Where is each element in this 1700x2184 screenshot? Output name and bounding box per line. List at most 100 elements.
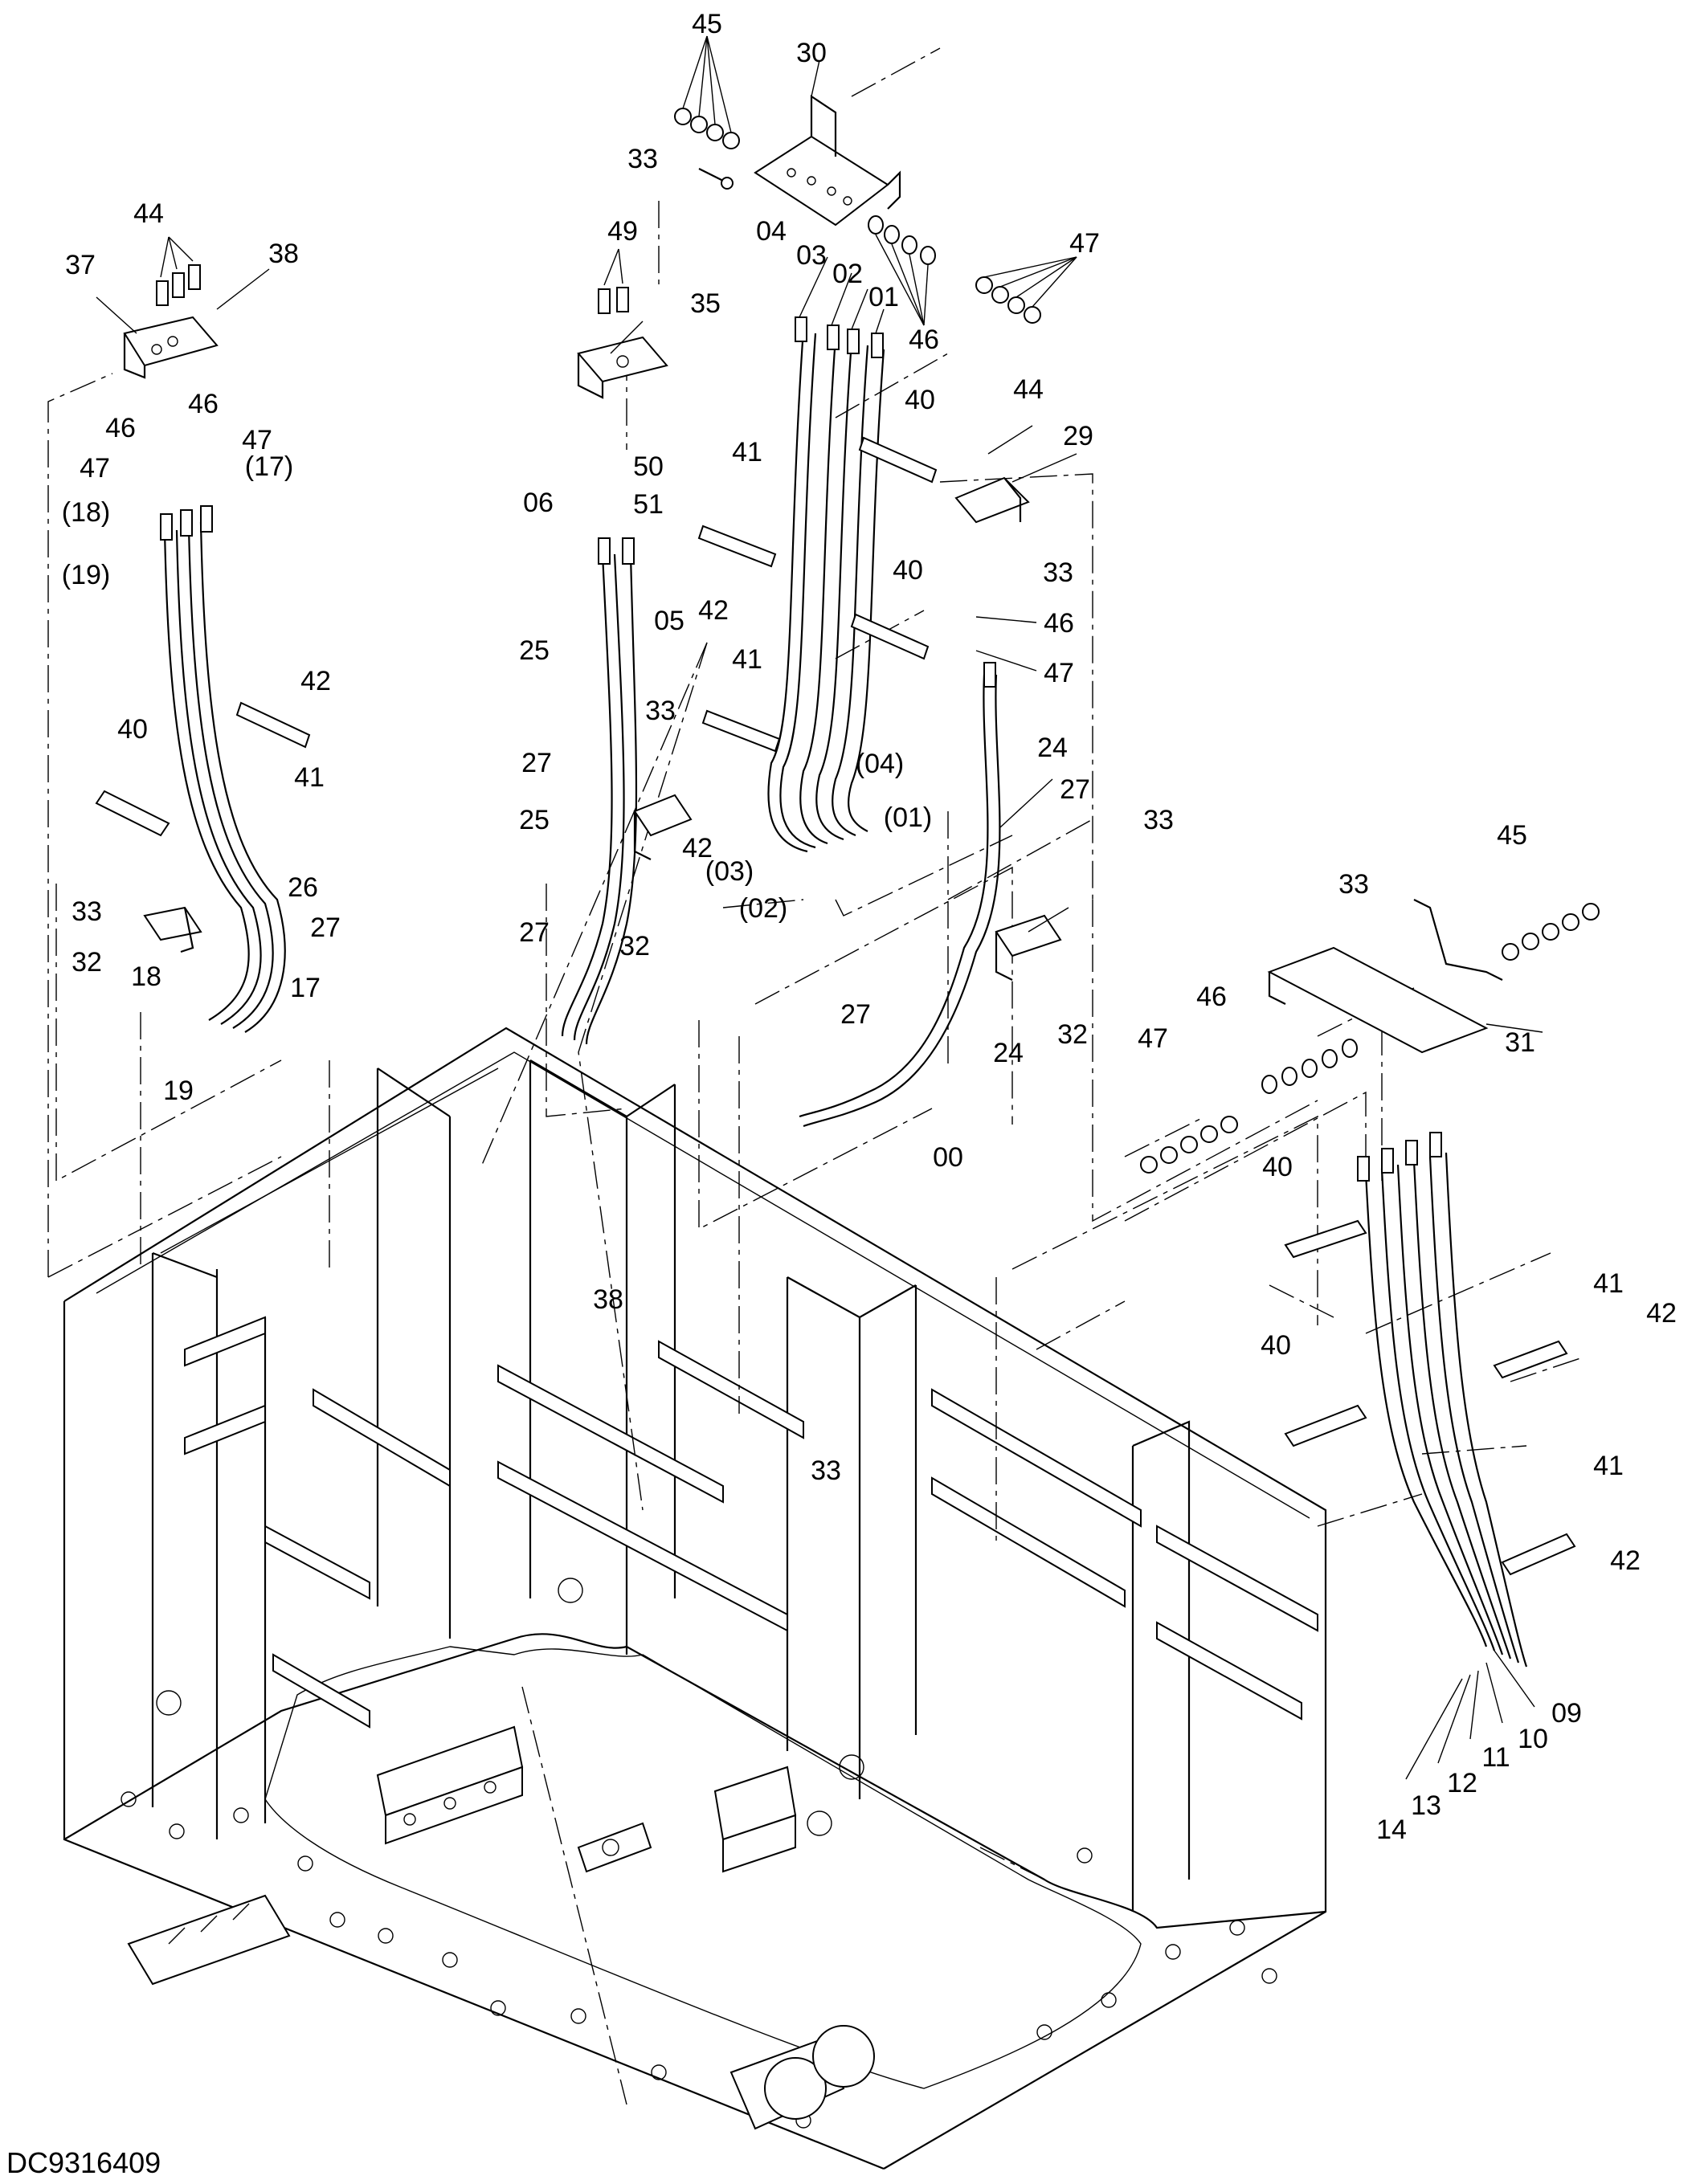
callout-02: 02: [832, 259, 863, 289]
hoses-01-04: [767, 316, 885, 853]
hose-00: [799, 662, 1001, 1128]
callout-24: 24: [1037, 733, 1068, 763]
callout-03: 03: [796, 240, 827, 271]
callout-17: 17: [290, 973, 321, 1003]
callout-40: 40: [893, 555, 923, 586]
callout-03-ref: (03): [705, 856, 754, 887]
callout-24: 24: [993, 1038, 1024, 1068]
clamps-40-41: [95, 436, 1576, 1576]
callout-44: 44: [1013, 374, 1044, 405]
nuts-47-top: [975, 256, 1077, 324]
callout-46: 46: [1044, 608, 1074, 639]
fittings-44-left: [156, 236, 201, 306]
callout-27: 27: [519, 917, 550, 948]
callout-02-ref: (02): [739, 893, 787, 924]
bracket-35: [577, 336, 668, 399]
enclosure-frame: [63, 1027, 1327, 2170]
bracket-29: [954, 476, 1030, 524]
bracket-30: [754, 94, 901, 227]
callout-41: 41: [294, 762, 325, 793]
floor-holes: [121, 1578, 1277, 2129]
hoses-17-19: [160, 505, 286, 1033]
bracket-31: [1267, 899, 1503, 1054]
floor-plate-bracket: [577, 1822, 652, 1873]
washers-46-right: [1261, 1039, 1358, 1094]
callout-45: 45: [1497, 820, 1527, 851]
nuts-45-right: [1502, 903, 1600, 961]
callout-10: 10: [1518, 1724, 1548, 1754]
floor-valve-block-right: [713, 1766, 797, 1873]
callout-38: 38: [593, 1284, 623, 1315]
callout-51: 51: [633, 489, 664, 520]
callout-17-ref: (17): [245, 451, 293, 482]
callout-45: 45: [692, 9, 722, 39]
assembly-centerlines: [47, 47, 1584, 2105]
callout-41: 41: [1593, 1268, 1624, 1299]
floor-accumulators: [729, 2025, 875, 2130]
callout-46: 46: [188, 389, 219, 419]
callout-41: 41: [1593, 1451, 1624, 1481]
callout-33: 33: [1338, 869, 1369, 900]
hoses-05-06: [561, 537, 638, 1045]
callout-47: 47: [1044, 658, 1074, 688]
callout-04-ref: (04): [856, 749, 904, 779]
callout-11: 11: [1481, 1742, 1510, 1773]
hoses-09-14: [1357, 1132, 1528, 1668]
callout-41: 41: [732, 644, 762, 675]
callout-47: 47: [1069, 228, 1100, 259]
callout-40: 40: [1261, 1330, 1291, 1361]
callout-32: 32: [72, 947, 102, 978]
callout-35: 35: [690, 288, 721, 319]
callout-01-ref: (01): [884, 802, 932, 833]
callout-42: 42: [698, 595, 729, 626]
callout-27: 27: [840, 999, 871, 1030]
floor-valve-block-left: [376, 1725, 524, 1845]
callout-46: 46: [909, 325, 939, 355]
callout-30: 30: [796, 38, 827, 68]
washers-46-top: [868, 215, 936, 326]
callout-25: 25: [519, 805, 550, 835]
callout-40: 40: [1262, 1152, 1293, 1182]
callout-12: 12: [1447, 1768, 1477, 1798]
brackets-32: [143, 794, 1062, 981]
callout-25: 25: [519, 635, 550, 666]
callout-42: 42: [300, 666, 331, 696]
nuts-45-top: [674, 35, 740, 149]
callout-26: 26: [288, 872, 318, 903]
callout-44: 44: [133, 198, 164, 229]
callout-46: 46: [105, 413, 136, 443]
callout-46: 46: [1196, 982, 1227, 1012]
callout-04: 04: [756, 216, 787, 247]
callout-01: 01: [868, 282, 899, 312]
callout-18: 18: [131, 961, 161, 992]
callout-33: 33: [72, 896, 102, 927]
callout-40: 40: [905, 385, 935, 415]
callout-labels: 45 30 33 47 46 04 03 02 01 44 37 38 49 3…: [62, 9, 1677, 1845]
callout-29: 29: [1063, 421, 1093, 451]
callout-49: 49: [607, 216, 638, 247]
callout-13: 13: [1411, 1790, 1441, 1821]
bracket-37: [123, 316, 219, 379]
callout-05: 05: [654, 606, 684, 636]
callout-33: 33: [811, 1455, 841, 1486]
callout-47: 47: [242, 425, 272, 455]
drawing-id: DC9316409: [6, 2146, 161, 2179]
callout-27: 27: [310, 912, 341, 943]
callout-33: 33: [1143, 805, 1174, 835]
callout-00: 00: [933, 1142, 963, 1173]
callout-18-ref: (18): [62, 497, 110, 528]
leader-lines: [96, 59, 1543, 1780]
callout-41: 41: [732, 437, 762, 467]
callout-40: 40: [117, 714, 148, 745]
callout-33: 33: [645, 696, 676, 726]
callout-33: 33: [627, 144, 658, 174]
callout-47: 47: [1138, 1023, 1168, 1054]
callout-32: 32: [1057, 1019, 1088, 1050]
callout-42: 42: [1646, 1298, 1677, 1329]
callout-32: 32: [619, 931, 650, 961]
bolt-33-top: [698, 168, 734, 190]
callout-27: 27: [1060, 774, 1090, 805]
callout-47: 47: [80, 453, 110, 484]
callout-27: 27: [521, 748, 552, 778]
